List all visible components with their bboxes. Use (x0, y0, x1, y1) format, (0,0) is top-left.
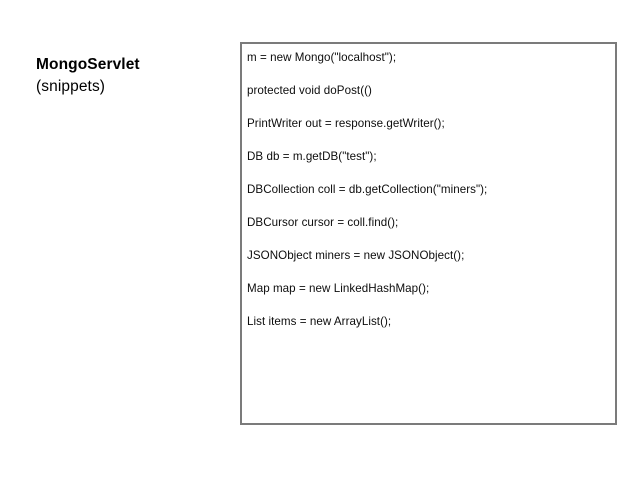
code-line: DB db = m.getDB("test"); (247, 150, 377, 163)
code-line: PrintWriter out = response.getWriter(); (247, 117, 445, 130)
slide-title-block: MongoServlet (snippets) (36, 54, 226, 98)
code-line: List items = new ArrayList(); (247, 315, 392, 328)
code-line: Map map = new LinkedHashMap(); (247, 282, 430, 295)
page-title: MongoServlet (36, 56, 140, 73)
code-line: JSONObject miners = new JSONObject(); (247, 249, 465, 262)
code-line: protected void doPost(() (247, 84, 372, 97)
code-line: DBCursor cursor = coll.find(); (247, 216, 399, 229)
code-snippet-box: m = new Mongo("localhost"); protected vo… (240, 42, 617, 425)
code-line: m = new Mongo("localhost"); (247, 51, 397, 64)
page-subtitle: (snippets) (36, 78, 106, 95)
code-line: DBCollection coll = db.getCollection("mi… (247, 183, 488, 196)
code-snippet-list: m = new Mongo("localhost"); protected vo… (242, 44, 615, 330)
